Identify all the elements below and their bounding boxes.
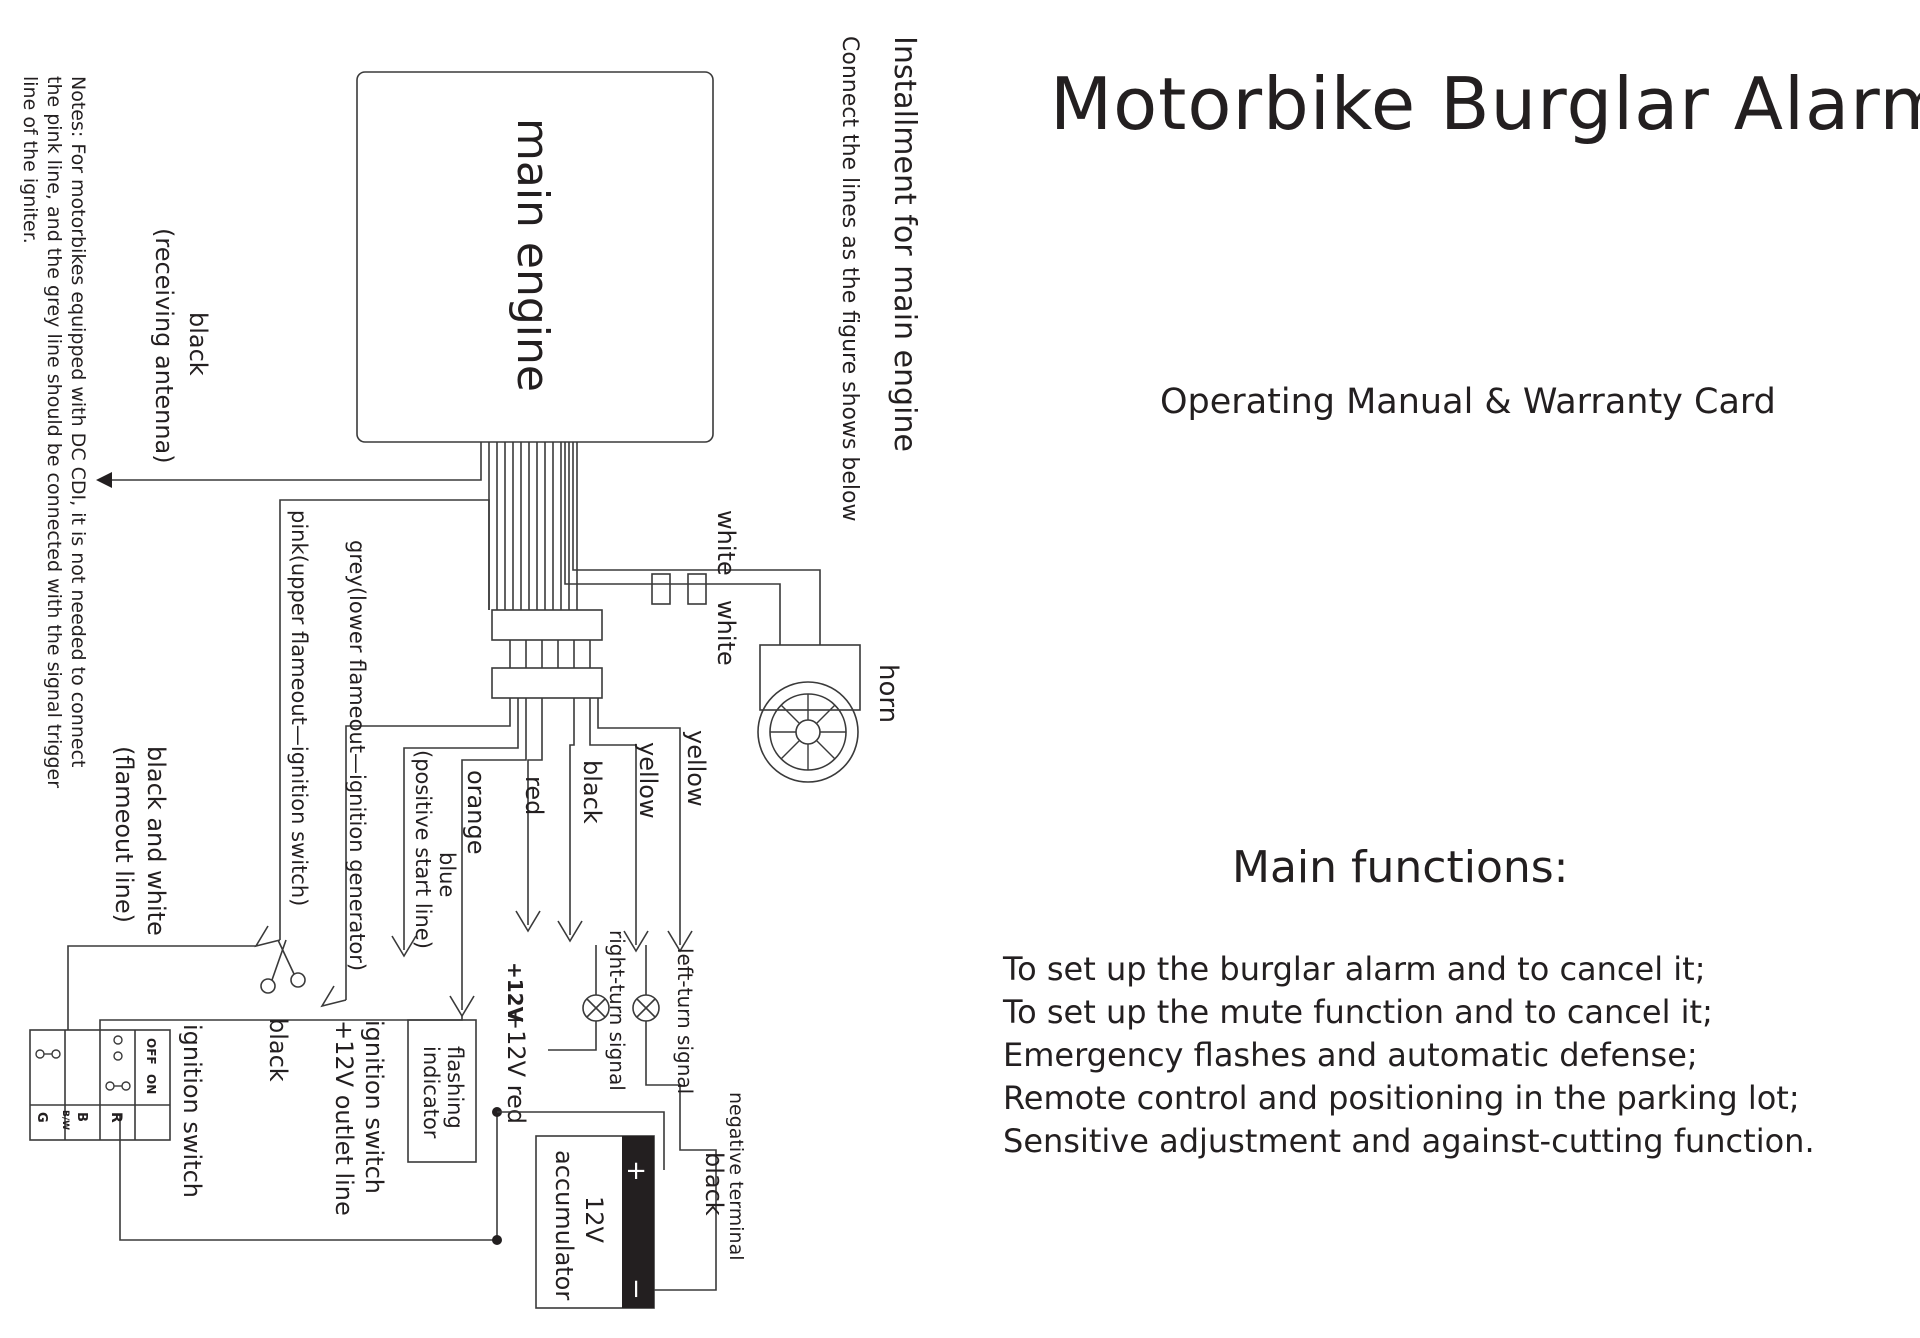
red-wire-label: red <box>520 776 548 815</box>
ignition-bw-label: B/W <box>60 1110 70 1130</box>
horn-label: horn <box>873 664 903 723</box>
signal-wire-left <box>645 945 681 1115</box>
battery-terminal-bar <box>622 1136 654 1308</box>
yellow-2-wire-label: yellow <box>682 730 710 807</box>
battery-minus-sign: − <box>621 1278 651 1300</box>
notes-line-3: line of the igniter. <box>19 76 41 244</box>
scissors-icon <box>260 939 306 994</box>
ignition-switch-label: ignition switch <box>178 1024 206 1198</box>
function-item: Remote control and positioning in the pa… <box>1003 1079 1800 1117</box>
bw-wire <box>67 945 256 1030</box>
ignition-on-label: ON <box>144 1074 158 1094</box>
ignition-outlet-label-2: +12V outlet line <box>330 1020 358 1216</box>
bw-wire-label: black and white <box>142 746 170 936</box>
function-item: Sensitive adjustment and against-cutting… <box>1003 1122 1815 1160</box>
blue-wire <box>403 698 519 950</box>
grey-wire-label: grey(lower flameout—ignition generator) <box>345 540 369 971</box>
left-turn-signal-label: left-turn signal <box>673 948 697 1094</box>
function-item: Emergency flashes and automatic defense; <box>1003 1036 1698 1074</box>
horn-connector-2 <box>687 573 707 605</box>
red-12v-label: +12V red <box>502 1010 530 1124</box>
antenna-color-label: black <box>184 312 212 376</box>
ignition-r-label: R <box>108 1112 124 1123</box>
functions-list: To set up the burglar alarm and to cance… <box>1003 948 1815 1163</box>
function-item: To set up the burglar alarm and to cance… <box>1003 950 1706 988</box>
horn-connector-1 <box>651 573 671 605</box>
horn-wire-1-label: white <box>712 510 740 576</box>
ignition-off-label: OFF <box>144 1038 158 1065</box>
page-subtitle: Operating Manual & Warranty Card <box>1160 382 1776 422</box>
junction-dot-lower <box>492 1235 502 1245</box>
pink-wire-label: pink(upper flameout—ignition switch) <box>287 510 311 906</box>
antenna-desc-label: (receiving antenna) <box>150 228 178 464</box>
negative-color-label: black <box>700 1152 728 1216</box>
functions-heading: Main functions: <box>1232 842 1569 893</box>
flashing-indicator-label-1: flashing <box>443 1046 467 1129</box>
ignition-outlet-label-1: ignition switch <box>360 1020 388 1194</box>
ignition-switch-block <box>29 1029 171 1141</box>
blue-wire-desc: (positive start line) <box>411 750 435 949</box>
function-item: To set up the mute function and to cance… <box>1003 993 1713 1031</box>
connector-lower <box>491 667 603 699</box>
horn-wire-1 <box>564 442 781 645</box>
flashing-indicator-box <box>407 1019 477 1163</box>
battery-voltage: 12V <box>580 1196 608 1244</box>
main-engine-box <box>356 71 714 443</box>
wire-bundle <box>488 442 578 610</box>
ignition-b-label: B <box>74 1112 89 1122</box>
antenna-wire <box>110 442 482 481</box>
blue-wire-label: blue <box>435 852 459 897</box>
negative-terminal-label: negative terminal <box>725 1092 747 1261</box>
flashing-indicator-label-2: indicator <box>419 1046 443 1139</box>
flashing-indicator-wire <box>99 1016 463 1030</box>
orange-wire <box>461 698 527 1010</box>
left-turn-signal-icon <box>632 994 660 1022</box>
battery-name: accumulator <box>550 1150 578 1300</box>
notes-line-1: Notes: For motorbikes equipped with DC C… <box>67 76 89 767</box>
notes-line-2: the pink line, and the grey line should … <box>43 76 65 788</box>
battery-plus-sign: + <box>621 1160 651 1182</box>
plus-12v-label: +12V <box>503 962 527 1023</box>
yellow-1-wire <box>589 698 637 945</box>
ignition-feed-wire <box>119 1115 497 1241</box>
yellow-1-wire-label: yellow <box>634 742 662 819</box>
horn-wire-2-label: white <box>712 600 740 666</box>
horn-wire-2 <box>572 442 821 645</box>
plus-link-wire <box>497 1111 665 1170</box>
horn-icon <box>757 644 861 783</box>
yellow-2-wire <box>597 698 681 945</box>
signal-wire-right <box>548 945 597 1051</box>
diagram-heading: Installment for main engine <box>887 36 922 452</box>
pink-wire <box>279 499 490 940</box>
wire-arrows <box>254 910 693 1018</box>
connector-wires <box>509 640 591 668</box>
black-ignition-label: black <box>264 1018 292 1082</box>
black-wire <box>569 698 575 935</box>
ignition-g-label: G <box>34 1112 49 1123</box>
black-wire-label: black <box>578 760 606 824</box>
bw-wire-desc: (flameout line) <box>110 746 138 923</box>
grey-wire <box>345 698 511 1000</box>
connector-upper <box>491 609 603 641</box>
antenna-arrow <box>96 472 112 488</box>
diagram-subheading: Connect the lines as the figure shows be… <box>837 36 862 521</box>
orange-wire-label: orange <box>462 770 490 854</box>
negative-wire <box>654 1115 717 1291</box>
red-wire <box>527 698 543 925</box>
page-title: Motorbike Burglar Alarm <box>1050 62 1920 146</box>
main-engine-label: main engine <box>507 118 558 392</box>
right-turn-signal-label: right-turn signal <box>605 930 629 1091</box>
